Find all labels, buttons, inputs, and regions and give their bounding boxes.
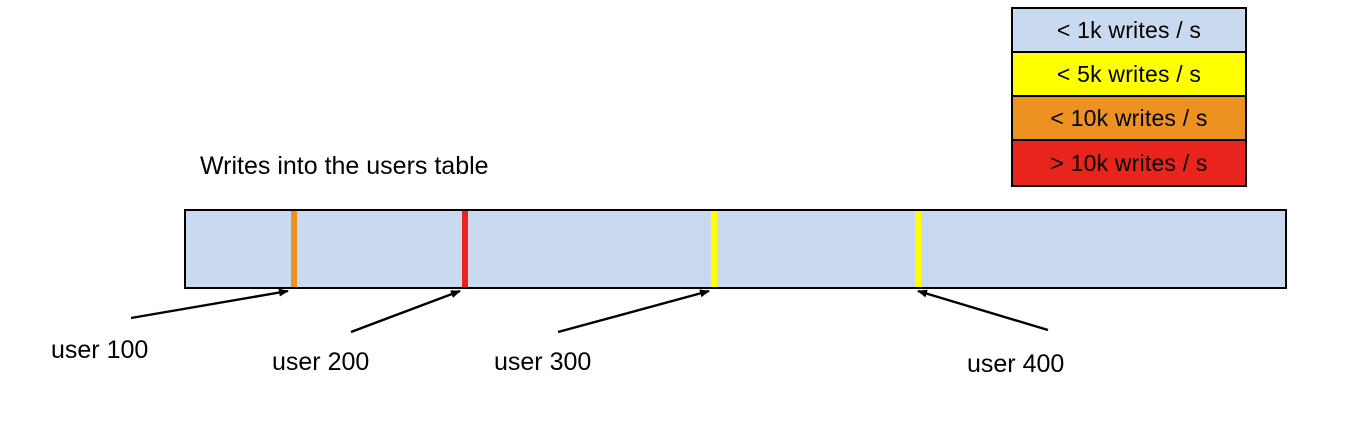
legend: < 1k writes / s < 5k writes / s < 10k wr… [1011, 7, 1247, 187]
legend-row-under-1k: < 1k writes / s [1013, 9, 1245, 53]
arrow-user-400 [917, 289, 1049, 332]
callout-label-user-200: user 200 [272, 348, 370, 376]
user-400-stripe [915, 211, 921, 287]
arrow-user-300 [557, 289, 710, 334]
chart-title: Writes into the users table [200, 152, 489, 180]
legend-row-over-10k: > 10k writes / s [1013, 141, 1245, 185]
callout-label-user-400: user 400 [967, 350, 1065, 378]
legend-row-under-5k: < 5k writes / s [1013, 53, 1245, 97]
user-200-stripe [462, 211, 468, 287]
user-100-stripe [291, 211, 297, 287]
users-table-bar [184, 209, 1287, 289]
callout-label-user-300: user 300 [494, 348, 592, 376]
legend-row-under-10k: < 10k writes / s [1013, 97, 1245, 141]
legend-label-under-5k: < 5k writes / s [1056, 60, 1202, 87]
legend-label-under-1k: < 1k writes / s [1056, 16, 1202, 43]
arrow-user-200 [350, 289, 461, 334]
legend-label-under-10k: < 10k writes / s [1050, 104, 1208, 131]
user-300-stripe [711, 211, 717, 287]
callout-label-user-100: user 100 [51, 336, 149, 364]
legend-label-over-10k: > 10k writes / s [1050, 149, 1208, 176]
arrow-user-100 [130, 288, 289, 320]
